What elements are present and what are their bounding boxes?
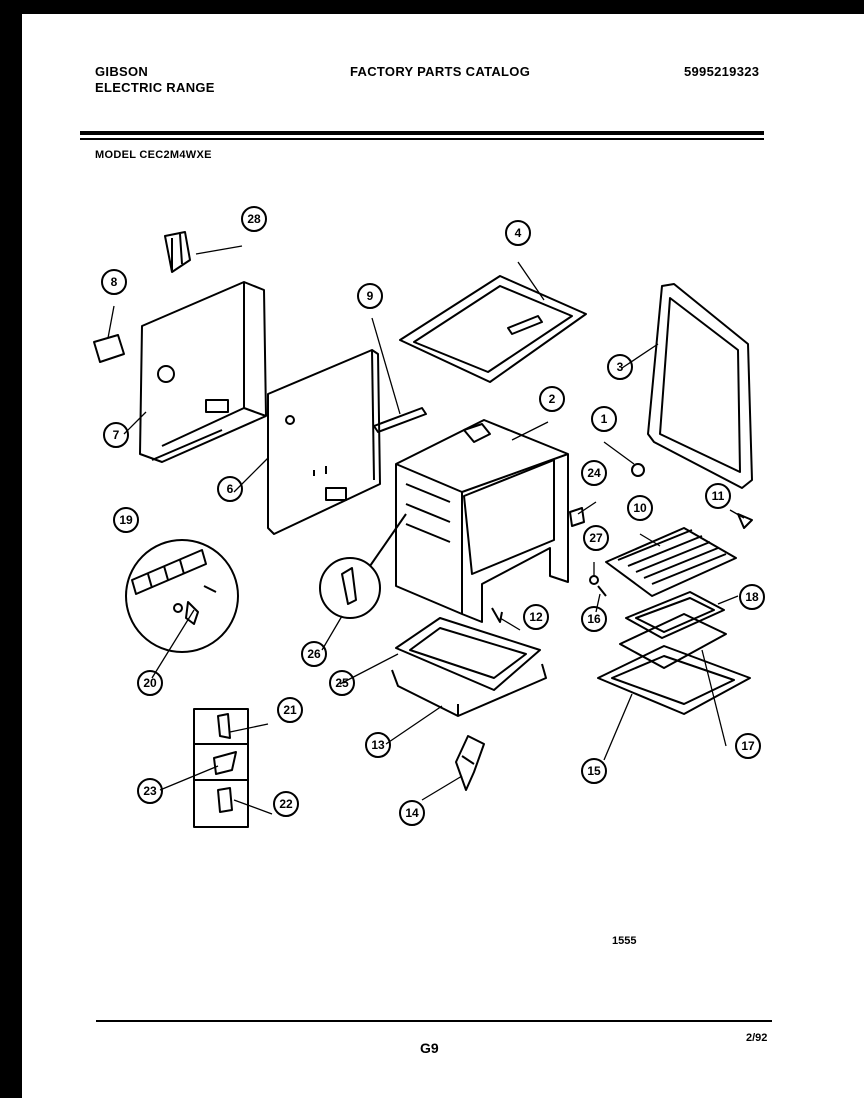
- part-16-screw-drawing: [597, 585, 607, 597]
- svg-text:24: 24: [587, 466, 601, 480]
- svg-text:7: 7: [113, 428, 120, 442]
- svg-text:18: 18: [745, 590, 759, 604]
- callout-20: 20: [137, 670, 163, 696]
- part-28-bracket-drawing: [164, 231, 191, 273]
- svg-text:19: 19: [119, 513, 133, 527]
- callout-2: 2: [539, 386, 565, 412]
- callout-27: 27: [583, 525, 609, 551]
- callout-labels: 28 8 9 4 3 7 2 1 6 24 10 11 19 27 18 12 …: [101, 206, 765, 826]
- catalog-part-number: 5995219323: [684, 64, 760, 79]
- callout-13: 13: [365, 732, 391, 758]
- callout-8: 8: [101, 269, 127, 295]
- svg-text:8: 8: [111, 275, 118, 289]
- part-25-drawer-drawing: [395, 617, 541, 691]
- part-26-detail-circle-drawing: [319, 513, 407, 619]
- svg-text:11: 11: [712, 489, 725, 503]
- svg-text:3: 3: [617, 360, 624, 374]
- revision-date: 2/92: [746, 1032, 768, 1044]
- svg-text:20: 20: [143, 676, 157, 690]
- callout-14: 14: [399, 800, 425, 826]
- svg-text:15: 15: [587, 764, 601, 778]
- callout-3: 3: [607, 354, 633, 380]
- callout-15: 15: [581, 758, 607, 784]
- part-7-rear-panel-drawing: [139, 281, 267, 463]
- part-4-top-cover-drawing: [399, 275, 587, 383]
- part-27-screw-drawing: [589, 575, 599, 585]
- svg-text:9: 9: [367, 289, 374, 303]
- svg-text:13: 13: [371, 738, 385, 752]
- svg-text:2: 2: [549, 392, 556, 406]
- part-18-broil-pan-grid-drawing: [625, 591, 725, 639]
- parts-19-20-detail-circle-drawing: [125, 539, 239, 653]
- svg-text:28: 28: [247, 212, 261, 226]
- page-number: G9: [420, 1040, 439, 1056]
- callout-21: 21: [277, 697, 303, 723]
- diagram-code: 1555: [612, 935, 637, 947]
- product-type: ELECTRIC RANGE: [95, 80, 215, 95]
- callout-25: 25: [329, 670, 355, 696]
- leader-lines: [107, 245, 745, 815]
- svg-text:27: 27: [589, 531, 603, 545]
- part-17-broil-pan-drawing: [619, 613, 727, 669]
- callout-22: 22: [273, 791, 299, 817]
- callout-26: 26: [301, 641, 327, 667]
- svg-text:1: 1: [601, 412, 608, 426]
- header-rule-thick: [80, 131, 764, 135]
- svg-text:25: 25: [335, 676, 349, 690]
- exploded-parts-diagram: 28 8 9 4 3 7 2 1 6 24 10 11 19 27 18 12 …: [93, 206, 765, 828]
- callout-12: 12: [523, 604, 549, 630]
- header-rule-thin: [80, 138, 764, 140]
- footer-rule: [96, 1020, 772, 1022]
- callout-9: 9: [357, 283, 383, 309]
- catalog-title: FACTORY PARTS CATALOG: [350, 64, 531, 79]
- svg-text:16: 16: [587, 612, 601, 626]
- part-3-door-frame-drawing: [647, 283, 753, 489]
- part-6-side-panel-drawing: [267, 349, 381, 535]
- svg-text:17: 17: [741, 739, 755, 753]
- callout-1: 1: [591, 406, 617, 432]
- callout-19: 19: [113, 507, 139, 533]
- svg-text:14: 14: [405, 806, 419, 820]
- svg-text:26: 26: [307, 647, 321, 661]
- svg-text:21: 21: [283, 703, 297, 717]
- callout-6: 6: [217, 476, 243, 502]
- callout-11: 11: [705, 483, 731, 509]
- callout-23: 23: [137, 778, 163, 804]
- part-11-clip-drawing: [737, 513, 753, 529]
- model-number: MODEL CEC2M4WXE: [95, 149, 212, 161]
- part-15-tray-drawing: [597, 645, 751, 715]
- part-10-oven-rack-drawing: [605, 527, 737, 597]
- callout-28: 28: [241, 206, 267, 232]
- callout-17: 17: [735, 733, 761, 759]
- part-14-hinge-drawing: [455, 735, 485, 791]
- callout-24: 24: [581, 460, 607, 486]
- brand-block: GIBSON ELECTRIC RANGE: [95, 64, 215, 96]
- svg-text:4: 4: [515, 226, 522, 240]
- svg-text:12: 12: [529, 610, 543, 624]
- svg-text:23: 23: [143, 784, 157, 798]
- callout-7: 7: [103, 422, 129, 448]
- part-2-oven-body-drawing: [395, 419, 569, 623]
- parts-21-22-23-panel-drawing: [193, 708, 249, 828]
- catalog-sheet: GIBSON ELECTRIC RANGE FACTORY PARTS CATA…: [22, 14, 864, 1098]
- callout-16: 16: [581, 606, 607, 632]
- part-1-knob-drawing: [631, 463, 645, 477]
- brand-name: GIBSON: [95, 64, 149, 79]
- part-12-pin-drawing: [491, 607, 503, 623]
- callout-10: 10: [627, 495, 653, 521]
- part-9-trim-strip-drawing: [373, 407, 427, 433]
- part-13-drawer-frame-drawing: [391, 663, 547, 717]
- svg-text:22: 22: [279, 797, 293, 811]
- callout-4: 4: [505, 220, 531, 246]
- svg-text:10: 10: [633, 501, 647, 515]
- callout-18: 18: [739, 584, 765, 610]
- svg-text:6: 6: [227, 482, 234, 496]
- part-8-pad-drawing: [93, 334, 125, 363]
- part-24-bracket-drawing: [569, 507, 585, 527]
